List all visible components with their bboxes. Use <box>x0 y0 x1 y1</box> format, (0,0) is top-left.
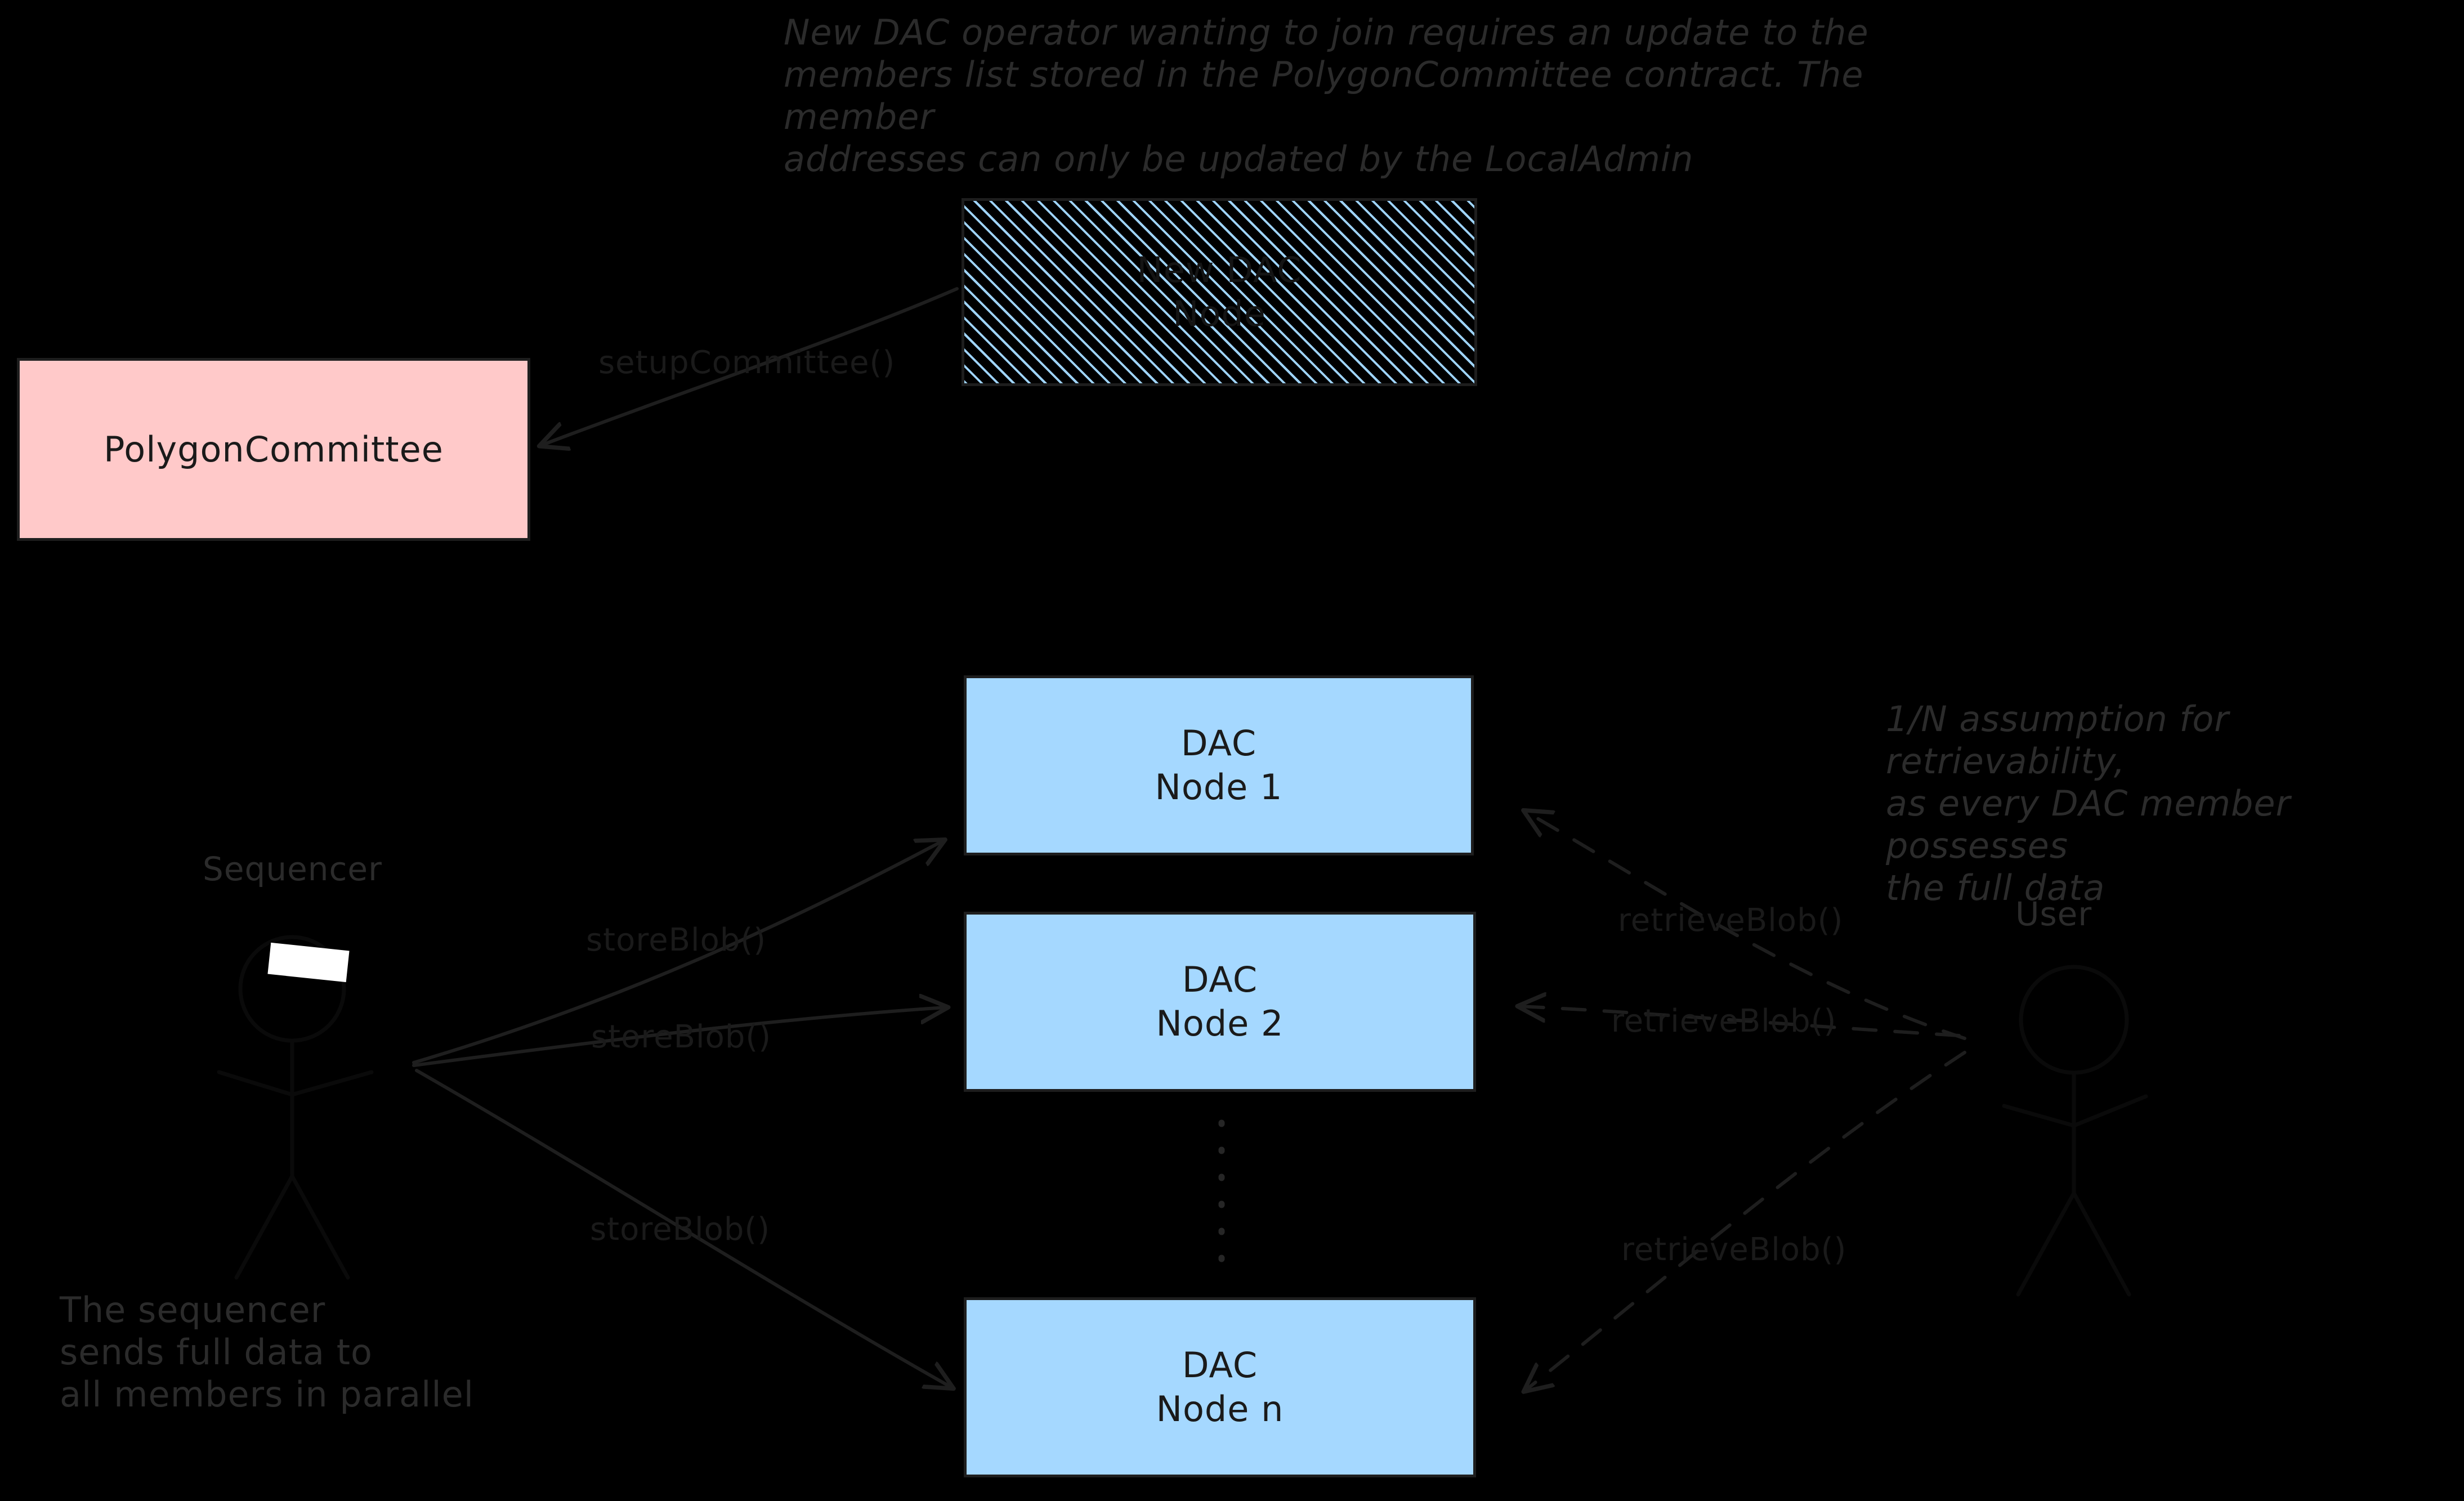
user-figure <box>2002 965 2148 1297</box>
node-dac-node-1[interactable]: DAC Node 1 <box>964 675 1474 855</box>
edge-label-retrieve-blob-2: retrieveBlob() <box>1611 1003 1837 1040</box>
edge-label-setup-committee: setupCommittee() <box>598 344 896 381</box>
node-dac-node-2-label: DAC Node 2 <box>1156 959 1284 1044</box>
node-dac-node-1-label: DAC Node 1 <box>1155 723 1283 808</box>
actor-label-sequencer: Sequencer <box>203 850 382 888</box>
actor-label-user: User <box>2015 895 2092 933</box>
arrow-store-blob-2 <box>412 1007 946 1067</box>
node-dac-node-2[interactable]: DAC Node 2 <box>964 912 1476 1092</box>
node-new-dac-node-label: New DAC Node <box>1137 249 1302 334</box>
arrow-retrieve-blob-1 <box>1526 812 1966 1040</box>
edge-label-store-blob-n: storeBlob() <box>590 1211 771 1248</box>
edge-label-store-blob-1: storeBlob() <box>586 922 767 958</box>
node-new-dac-node[interactable]: New DAC Node <box>962 198 1477 386</box>
node-dac-node-n-label: DAC Node n <box>1156 1345 1284 1430</box>
arrow-retrieve-blob-n <box>1526 1051 1966 1390</box>
annotation-retrievability: 1/N assumption for retrievability, as ev… <box>1886 698 2291 908</box>
annotation-sequencer: The sequencer sends full data to all mem… <box>60 1289 474 1415</box>
annotation-new-operator: New DAC operator wanting to join require… <box>784 12 1869 180</box>
edge-label-retrieve-blob-1: retrieveBlob() <box>1618 902 1844 939</box>
node-dac-node-n[interactable]: DAC Node n <box>964 1297 1476 1477</box>
edge-label-store-blob-2: storeBlob() <box>591 1019 772 1055</box>
node-polygon-committee-label: PolygonCommittee <box>104 428 444 470</box>
arrow-store-blob-n <box>415 1069 951 1387</box>
node-polygon-committee[interactable]: PolygonCommittee <box>17 358 530 541</box>
arrow-setup-committee <box>542 287 959 445</box>
edge-label-retrieve-blob-n: retrieveBlob() <box>1621 1231 1847 1268</box>
sequencer-figure <box>217 935 374 1280</box>
arrow-retrieve-blob-2 <box>1520 1006 1961 1037</box>
arrow-store-blob-1 <box>412 841 943 1064</box>
